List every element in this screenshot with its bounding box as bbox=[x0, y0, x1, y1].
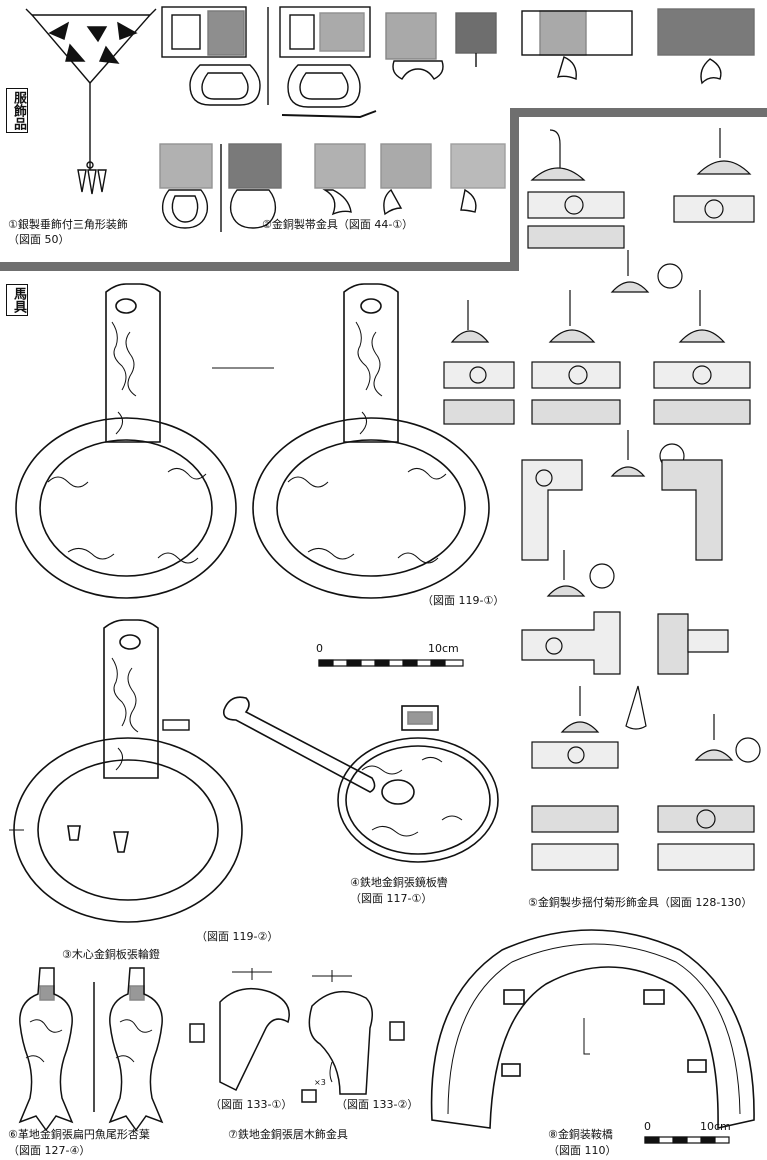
item3-stirrups-upper bbox=[15, 283, 490, 599]
caption-item3: ③木心金銅板張輪鐙 bbox=[62, 948, 160, 961]
item1-drawing bbox=[25, 8, 157, 195]
caption-item7-ref-a: （図面 133-①） bbox=[210, 1098, 293, 1111]
scale-bottom-zero: 0 bbox=[644, 1120, 651, 1133]
scale-x3: ×3 bbox=[314, 1078, 326, 1087]
caption-item6-ref: （図面 127-④） bbox=[8, 1144, 91, 1157]
item4-drawing bbox=[222, 696, 499, 863]
caption-item5: ⑤金銅製歩揺付菊形飾金具（図面 128-130） bbox=[528, 896, 753, 909]
item7-drawing bbox=[189, 968, 405, 1103]
caption-item8: ⑧金銅装鞍橋 bbox=[548, 1128, 613, 1141]
scale-mid-zero: 0 bbox=[316, 642, 323, 655]
caption-item4: ④鉄地金銅張鏡板轡 bbox=[350, 876, 448, 889]
caption-item6: ⑥革地金銅張扁円魚尾形杏葉 bbox=[8, 1128, 150, 1141]
caption-item4-ref: （図面 117-①） bbox=[350, 892, 433, 905]
caption-item1-ref: （図面 50） bbox=[8, 233, 70, 246]
section-frame-right bbox=[510, 108, 519, 266]
item2-drawing-top bbox=[161, 6, 755, 108]
section-frame-top bbox=[510, 108, 767, 117]
scale-mid-end: 10cm bbox=[428, 642, 459, 655]
caption-item8-ref: （図面 110） bbox=[548, 1144, 617, 1157]
caption-item2: ②金銅製帯金具（図面 44-①） bbox=[262, 218, 414, 231]
scale-bar-bottom bbox=[644, 1136, 730, 1144]
caption-item3-ref-a: （図面 119-①） bbox=[422, 594, 505, 607]
scale-bar-middle bbox=[318, 659, 464, 667]
caption-item7-ref-b: （図面 133-②） bbox=[336, 1098, 419, 1111]
caption-item1: ①銀製垂飾付三角形装飾 bbox=[8, 218, 128, 231]
item2-drawing-bottom bbox=[159, 143, 506, 232]
section-label-horse: 馬具 bbox=[6, 284, 28, 316]
item2-strap-fragment bbox=[281, 110, 377, 119]
item6-drawing bbox=[18, 967, 164, 1132]
caption-item3-ref-b: （図面 119-②） bbox=[196, 930, 279, 943]
item3-small-fitting bbox=[162, 719, 190, 731]
item8-drawing bbox=[430, 929, 755, 1130]
item5-drawing bbox=[443, 128, 761, 871]
caption-item7: ⑦鉄地金銅張居木飾金具 bbox=[228, 1128, 348, 1141]
scale-bottom-end: 10cm bbox=[700, 1120, 731, 1133]
section-frame-bottom bbox=[0, 262, 519, 271]
section-label-clothing: 服飾品 bbox=[6, 88, 28, 133]
item3-stirrup-lower bbox=[9, 619, 243, 923]
